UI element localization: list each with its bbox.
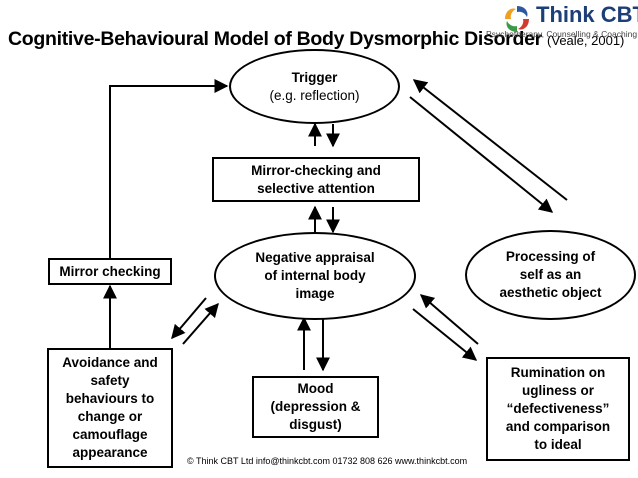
- processing-self-node: Processing of self as an aesthetic objec…: [465, 230, 636, 320]
- arrow-processing-to-trigger: [412, 79, 568, 201]
- mirror-checking-attention-line1: Mirror-checking and: [251, 162, 381, 178]
- negative-appraisal-line2: of internal body: [264, 268, 366, 283]
- avoidance-line5: camouflage: [72, 427, 148, 442]
- title-text: Cognitive-Behavioural Model of Body Dysm…: [8, 28, 542, 50]
- rumination-line4: and comparison: [505, 419, 611, 434]
- avoidance-line3: behaviours to: [65, 391, 155, 406]
- avoidance-line2: safety: [90, 373, 130, 388]
- arrow-mirror-to-trigger: [109, 79, 229, 258]
- copyright-footer: © Think CBT Ltd info@thinkcbt.com 01732 …: [187, 456, 468, 466]
- mirror-checking-box: Mirror checking: [48, 258, 172, 285]
- avoidance-line4: change or: [77, 409, 143, 424]
- processing-self-line3: aesthetic object: [499, 285, 602, 300]
- trigger-example: (e.g. reflection): [269, 87, 360, 103]
- negative-appraisal-line1: Negative appraisal: [255, 250, 375, 265]
- arrow-rumination-to-appraisal: [419, 294, 479, 345]
- rumination-line2: ugliness or: [521, 383, 594, 398]
- rumination-line1: Rumination on: [510, 365, 606, 380]
- trigger-title: Trigger: [291, 69, 338, 85]
- logo-text: Think CBT: [536, 2, 638, 27]
- negative-appraisal-node: Negative appraisal of internal body imag…: [214, 232, 416, 320]
- swirl-logo-icon: [505, 6, 529, 32]
- rumination-line5: to ideal: [534, 437, 582, 452]
- avoidance-line6: appearance: [72, 445, 148, 460]
- mood-line1: Mood: [297, 381, 334, 396]
- negative-appraisal-line3: image: [295, 286, 335, 301]
- processing-self-line1: Processing of: [505, 249, 596, 264]
- diagram-title: Cognitive-Behavioural Model of Body Dysm…: [8, 28, 624, 51]
- arrow-avoidance-to-appraisal: [182, 302, 219, 345]
- mirror-checking-attention-box: Mirror-checking and selective attention: [212, 157, 420, 202]
- trigger-node: Trigger (e.g. reflection): [229, 49, 400, 124]
- arrow-appraisal-to-rumination: [412, 308, 478, 361]
- title-source: (Veale, 2001): [547, 33, 625, 48]
- mood-line3: disgust): [289, 417, 342, 432]
- mood-box: Mood (depression & disgust): [252, 376, 379, 438]
- logo-tagline: Psychotherapy, Counselling & Coaching: [486, 29, 638, 39]
- rumination-box: Rumination on ugliness or “defectiveness…: [486, 357, 630, 461]
- think-cbt-logo: Think CBT Psychotherapy, Counselling & C…: [486, 2, 638, 42]
- arrow-appraisal-to-avoidance: [171, 297, 207, 340]
- arrow-trigger-to-processing: [409, 96, 554, 213]
- mood-line2: (depression &: [270, 399, 361, 414]
- mirror-checking-attention-line2: selective attention: [257, 180, 375, 196]
- avoidance-line1: Avoidance and: [62, 355, 158, 370]
- avoidance-box: Avoidance and safety behaviours to chang…: [47, 348, 173, 468]
- rumination-line3: “defectiveness”: [506, 401, 610, 416]
- processing-self-line2: self as an: [519, 267, 582, 282]
- mirror-checking-label: Mirror checking: [59, 263, 161, 279]
